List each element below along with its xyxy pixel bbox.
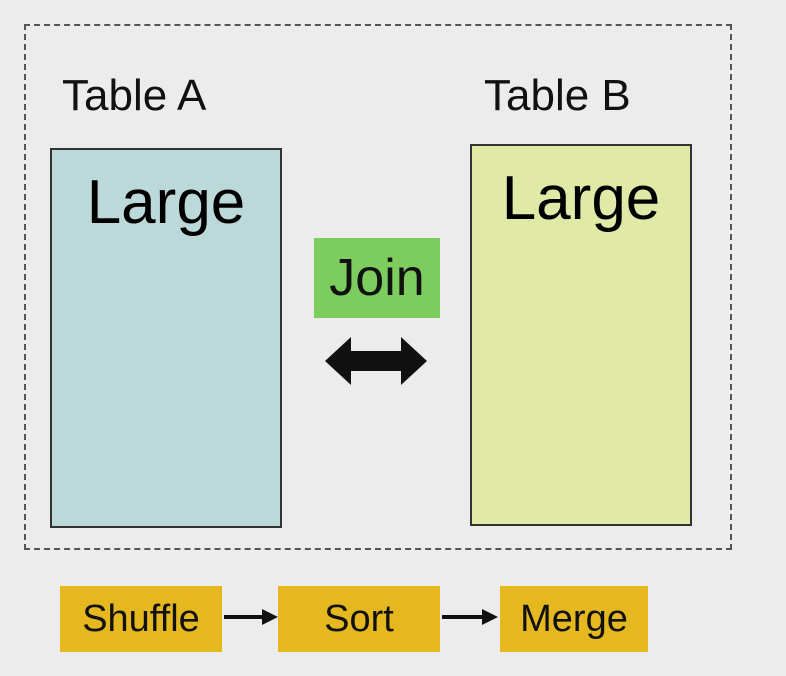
pipeline-step-label: Shuffle [82, 597, 200, 640]
pipeline-step-sort: Sort [278, 586, 440, 652]
table-b-box: Large [470, 144, 692, 526]
dashed-boundary [24, 24, 732, 550]
arrow-right-icon [224, 609, 278, 625]
pipeline-step-label: Merge [520, 597, 628, 640]
table-b-title: Table B [484, 71, 631, 120]
table-a-size-label: Large [86, 168, 246, 237]
pipeline-step-shuffle: Shuffle [60, 586, 222, 652]
pipeline-step-merge: Merge [500, 586, 648, 652]
table-b-size-label: Large [501, 164, 661, 233]
join-label: Join [329, 249, 425, 307]
arrow-right-icon [442, 609, 498, 625]
pipeline-step-label: Sort [324, 597, 394, 640]
join-label-box: Join [314, 238, 440, 318]
table-a-box: Large [50, 148, 282, 528]
table-a-title: Table A [62, 71, 207, 120]
double-arrow-icon [325, 337, 427, 385]
